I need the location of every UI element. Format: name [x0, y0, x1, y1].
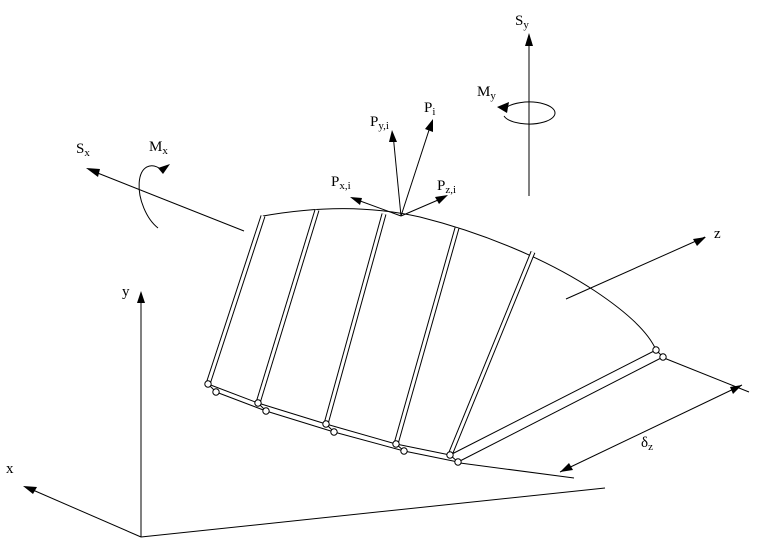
node-far-tip [652, 346, 660, 354]
sx-vector-line [89, 169, 245, 232]
label-axis-z: z [714, 226, 721, 242]
label-axis-x: x [6, 461, 14, 477]
pxi-arrowhead [350, 197, 362, 205]
rib-5-inner [448, 251, 535, 456]
labels: Sy My Sx Mx Pi Py,i Px,i Pz,i y x z δz [6, 13, 721, 477]
node-near-4 [400, 447, 408, 455]
z-axis-arrowhead [693, 237, 706, 246]
label-axis-y: y [122, 284, 130, 300]
label-pyi: Py,i [370, 114, 389, 132]
trailing-edge-near-line [457, 356, 664, 463]
ribs [205, 209, 536, 456]
node-far-3 [322, 420, 330, 428]
node-near-2 [262, 407, 270, 415]
label-sy: Sy [515, 13, 529, 31]
label-sx: Sx [76, 141, 90, 159]
label-pzi: Pz,i [437, 178, 456, 196]
node-near-tip [659, 353, 667, 361]
node-far-4 [392, 440, 400, 448]
rib-1 [205, 215, 266, 385]
rib-3 [323, 213, 387, 425]
z-axis-line [565, 236, 706, 300]
rib-3-inner [324, 213, 386, 425]
rib-2 [255, 209, 320, 404]
pyi-vector-line [392, 133, 402, 217]
x-axis-arrowhead [23, 486, 37, 494]
my-moment-arc [503, 101, 556, 125]
node-circles [204, 346, 667, 466]
axes [25, 236, 706, 538]
mx-arc-arrowhead [158, 164, 170, 174]
label-my: My [477, 84, 496, 102]
trailing-edge-far-line [449, 349, 657, 456]
node-far-5 [446, 451, 454, 459]
edge-stubs [207, 349, 664, 463]
force-vectors [351, 123, 446, 217]
linework [25, 44, 750, 538]
sx-arrowhead [86, 168, 100, 177]
resultants [89, 44, 556, 232]
rib-2-inner [256, 209, 319, 404]
dim-arrowhead-left [560, 463, 573, 472]
shell-structure [205, 208, 664, 463]
pi-vector-line [400, 123, 432, 217]
upper-edge-curve [262, 208, 657, 351]
y-axis-arrowhead [137, 291, 145, 303]
node-near-3 [330, 428, 338, 436]
my-arc-arrowhead [497, 102, 509, 113]
label-pi: Pi [424, 100, 435, 118]
node-near-1 [212, 388, 220, 396]
rib-4-inner [394, 227, 459, 445]
dim-arrowhead-right [730, 385, 742, 394]
label-pxi: Px,i [331, 174, 351, 192]
baseline [140, 487, 606, 538]
sy-arrowhead [525, 33, 533, 46]
extension-line-root [459, 462, 575, 479]
rib-4 [393, 227, 460, 445]
node-near-5 [454, 458, 462, 466]
node-far-1 [204, 380, 212, 388]
rib-1-inner [206, 215, 265, 385]
pzi-arrowhead [435, 195, 448, 204]
node-far-2 [254, 399, 262, 407]
arrowheads [23, 33, 742, 494]
mx-moment-arc [138, 165, 163, 229]
label-delta-z: δz [641, 435, 653, 453]
pi-arrowhead [425, 119, 433, 132]
pyi-arrowhead [389, 130, 397, 142]
dimension-line [559, 384, 743, 473]
x-axis-line [25, 486, 142, 538]
rib-5 [447, 251, 536, 456]
label-mx: Mx [149, 139, 168, 157]
